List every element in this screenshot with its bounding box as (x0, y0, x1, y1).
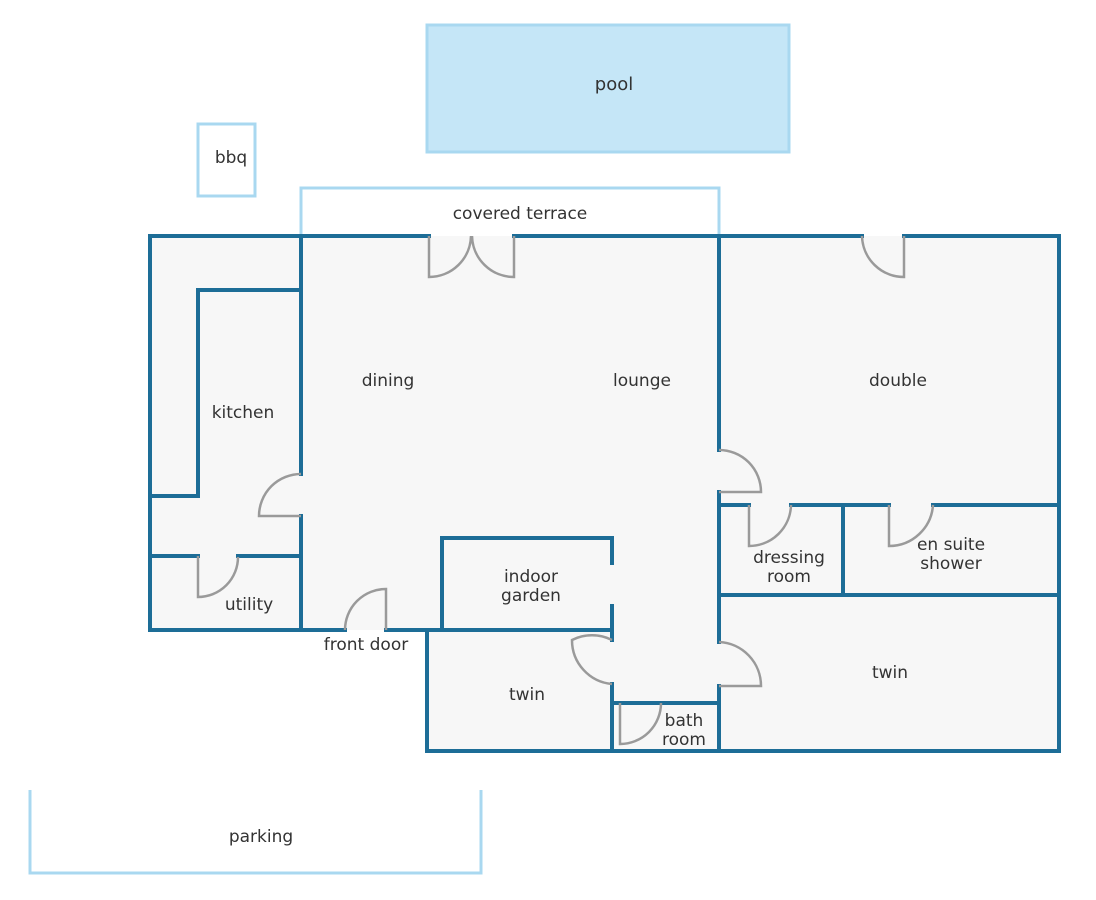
walls (148, 234, 1061, 753)
bath-room-label-line1: bath (665, 711, 704, 731)
front-door-label: front door (324, 635, 408, 655)
dressing-room-label-line2: room (767, 567, 811, 587)
indoor-garden-label-line1: indoor (504, 567, 558, 587)
bbq-label: bbq (215, 148, 247, 168)
twin-right-door (718, 640, 763, 688)
bbq-area (196, 122, 257, 198)
kitchen-dining-door (257, 472, 302, 518)
covered-terrace-outline (299, 186, 721, 236)
utility-door (196, 556, 240, 599)
dressing-door (747, 504, 793, 548)
ensuite-door (887, 504, 935, 548)
bath-door (618, 702, 663, 746)
double-label: double (869, 371, 927, 391)
kitchen-label: kitchen (212, 403, 275, 423)
twin-left-label: twin (509, 685, 545, 705)
lounge-label: lounge (613, 371, 671, 391)
double-bedroom-door (860, 235, 906, 279)
parking-label: parking (229, 827, 293, 847)
covered-terrace-label: covered terrace (453, 204, 588, 224)
indoor-garden-label-line2: garden (501, 586, 561, 606)
terrace-double-door (427, 235, 516, 279)
doors (196, 235, 935, 746)
dining-label: dining (362, 371, 415, 391)
twin-right-label: twin (872, 663, 908, 683)
wall-kitchen-inner (148, 288, 303, 498)
house-floor (150, 236, 1059, 751)
en-suite-shower-label-line2: shower (920, 554, 981, 574)
wall-garden (440, 536, 614, 632)
dressing-room-label-line1: dressing (753, 548, 825, 568)
twin-left-door (570, 633, 613, 686)
front-door (343, 587, 388, 631)
parking-outline (28, 790, 483, 875)
en-suite-shower-label-line1: en suite (917, 535, 985, 555)
pool-label: pool (595, 74, 633, 95)
double-lounge-door (718, 448, 763, 494)
utility-label: utility (225, 595, 273, 615)
pool-area (425, 23, 791, 154)
bath-room-label-line2: room (662, 730, 706, 750)
